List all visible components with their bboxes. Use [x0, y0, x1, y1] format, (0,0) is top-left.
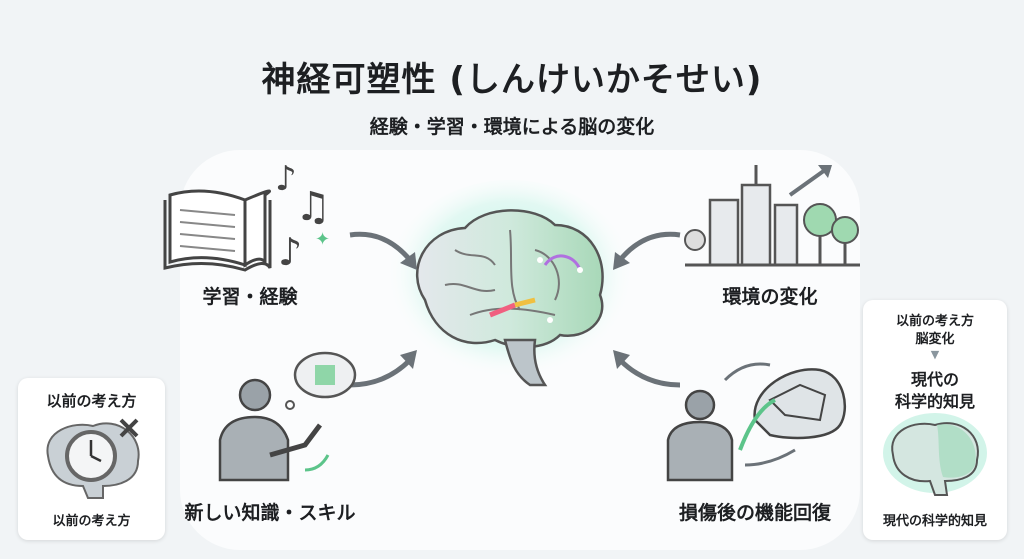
arrow-environment-to-brain [613, 231, 681, 270]
svg-text:♫: ♫ [295, 184, 331, 230]
brain-clock-cross-icon [46, 418, 140, 499]
person-recovery-brain-icon [666, 362, 847, 482]
page-subtitle: 経験・学習・環境による脳の変化 [369, 116, 655, 138]
glowing-brain-icon [883, 413, 987, 496]
factor-label-learning: 学習・経験 [202, 286, 298, 308]
previous-view-card: 以前の考え方 以前の考え方 [18, 378, 165, 540]
modern-findings-card: 以前の考え方 脳変化 ▼ 現代の 科学的知見 現代の科学的知見 [863, 300, 1007, 540]
svg-text:♪: ♪ [275, 159, 297, 199]
city-trees-icon [684, 165, 860, 267]
factor-label-environment: 環境の変化 [722, 286, 818, 308]
arrow-learning-to-brain [349, 231, 417, 270]
card-title: 以前の考え方 [46, 392, 137, 410]
factor-label-new-skills: 新しい知識・スキル [184, 502, 356, 524]
svg-text:✦: ✦ [315, 229, 330, 250]
central-brain-icon [385, 180, 635, 390]
arrow-recovery-to-brain [613, 350, 681, 388]
card-caption: 現代の科学的知見 [882, 514, 987, 529]
book-music-icon: ♪♫♪ ✦ [163, 159, 331, 274]
card-heading1: 現代の [910, 370, 959, 389]
factor-label-recovery: 損傷後の機能回復 [678, 502, 831, 524]
card-caption: 以前の考え方 [52, 514, 131, 529]
card-heading2: 科学的知見 [894, 392, 975, 411]
down-triangle-icon: ▼ [930, 348, 940, 361]
svg-text:♪: ♪ [278, 230, 302, 274]
person-puzzle-icon [218, 351, 357, 482]
card-line2: 脳変化 [915, 332, 955, 347]
page-title: 神経可塑性 (しんけいかそせい) [261, 60, 763, 100]
card-line1: 以前の考え方 [895, 314, 974, 329]
arrow-skill-to-brain [349, 350, 417, 388]
